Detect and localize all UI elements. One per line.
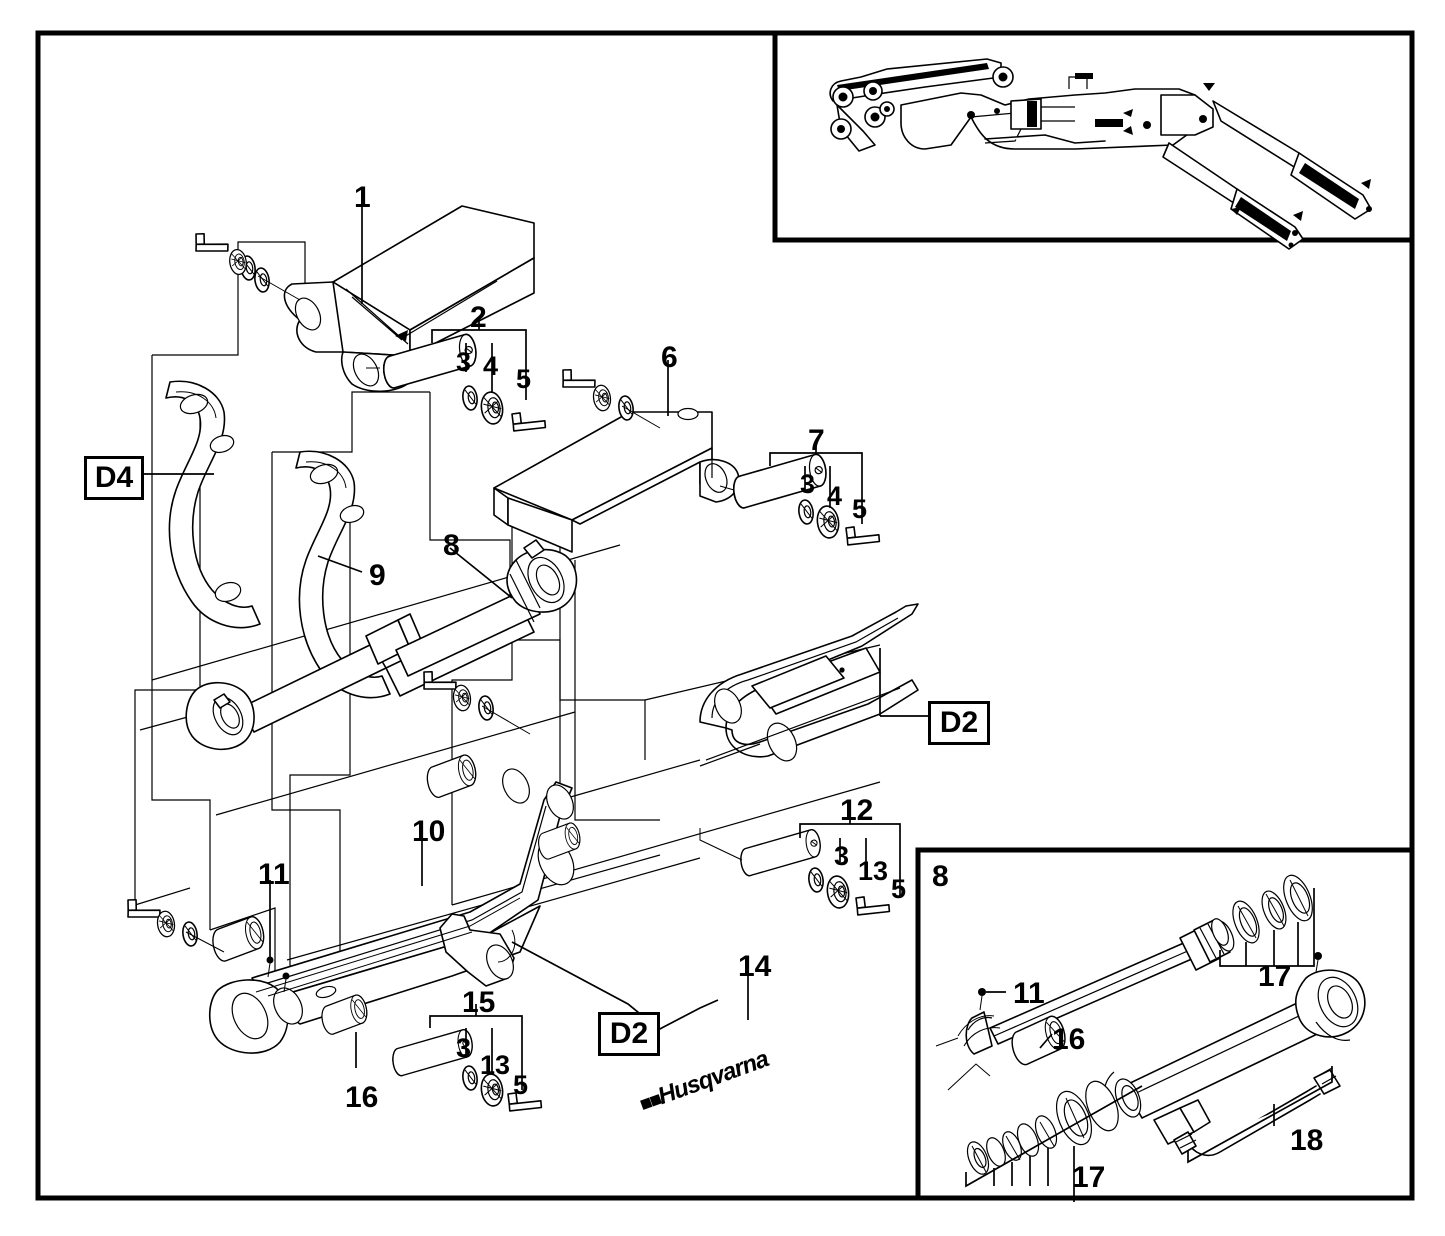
callout-3-item15: 3 xyxy=(456,1033,472,1063)
callout-10: 10 xyxy=(412,815,446,848)
callout-3-item7: 3 xyxy=(800,469,816,499)
inset-callout-17-upper: 17 xyxy=(1258,960,1292,993)
inset-callout-16: 16 xyxy=(1052,1023,1086,1056)
fastener-stack-item-7 xyxy=(719,452,883,557)
inset-callout-17-lower: 17 xyxy=(1072,1161,1106,1194)
callout-3-item12: 3 xyxy=(834,841,850,871)
fastener-stack-mid xyxy=(416,665,531,735)
inset-caption-8: 8 xyxy=(932,860,949,893)
bracket-item-7 xyxy=(769,441,863,524)
callout-9: 9 xyxy=(369,559,386,592)
ref-box-d2-right[interactable]: D2 xyxy=(928,701,990,745)
inset-callout-18: 18 xyxy=(1290,1124,1324,1157)
ref-box-d2-lower[interactable]: D2 xyxy=(598,1012,660,1056)
part-8-hydraulic-cylinder-main xyxy=(185,539,578,751)
callout-5-item12: 5 xyxy=(891,874,907,904)
callout-4-item2: 4 xyxy=(483,351,499,381)
callout-11: 11 xyxy=(258,858,290,891)
callout-13-item15: 13 xyxy=(480,1050,511,1080)
callout-13-item12: 13 xyxy=(858,856,889,886)
callout-1: 1 xyxy=(354,181,371,214)
part-9-curved-bracket-a xyxy=(165,380,261,629)
fastener-stack-item-12 xyxy=(699,828,893,927)
callout-7: 7 xyxy=(808,424,825,457)
callout-5-item2: 5 xyxy=(516,364,532,394)
inset-callout-11: 11 xyxy=(1013,977,1045,1010)
callout-5-item15: 5 xyxy=(513,1070,529,1100)
fastener-stack-above-item-6 xyxy=(555,363,661,429)
bracket-item-15 xyxy=(429,1004,523,1090)
fastener-stack-item-1 xyxy=(188,227,301,301)
inset-overview xyxy=(772,30,1415,250)
part-d2-arm-assembly xyxy=(699,603,928,767)
fastener-stack-item-2 xyxy=(366,332,549,443)
inset-cylinder-detail xyxy=(915,847,1415,1202)
callout-4-item7: 4 xyxy=(827,481,843,511)
callout-14: 14 xyxy=(738,950,772,983)
bracket-item-12 xyxy=(799,812,901,896)
callout-leaders xyxy=(136,200,749,1068)
callout-2: 2 xyxy=(470,301,487,334)
callout-6: 6 xyxy=(661,341,678,374)
ref-box-d4[interactable]: D4 xyxy=(84,456,144,500)
part-11-grease-nipples xyxy=(266,956,290,993)
fastener-stack-lower-left xyxy=(120,893,225,953)
callout-3-item2: 3 xyxy=(456,347,472,377)
callout-15: 15 xyxy=(462,986,496,1019)
callout-12: 12 xyxy=(840,794,874,827)
part-6-channel-beam xyxy=(493,407,740,553)
part-10-lower-arm xyxy=(208,768,575,1054)
callout-8: 8 xyxy=(443,529,460,562)
callout-16: 16 xyxy=(345,1081,379,1114)
callout-5-item7: 5 xyxy=(852,494,868,524)
bracket-item-2 xyxy=(431,318,527,400)
